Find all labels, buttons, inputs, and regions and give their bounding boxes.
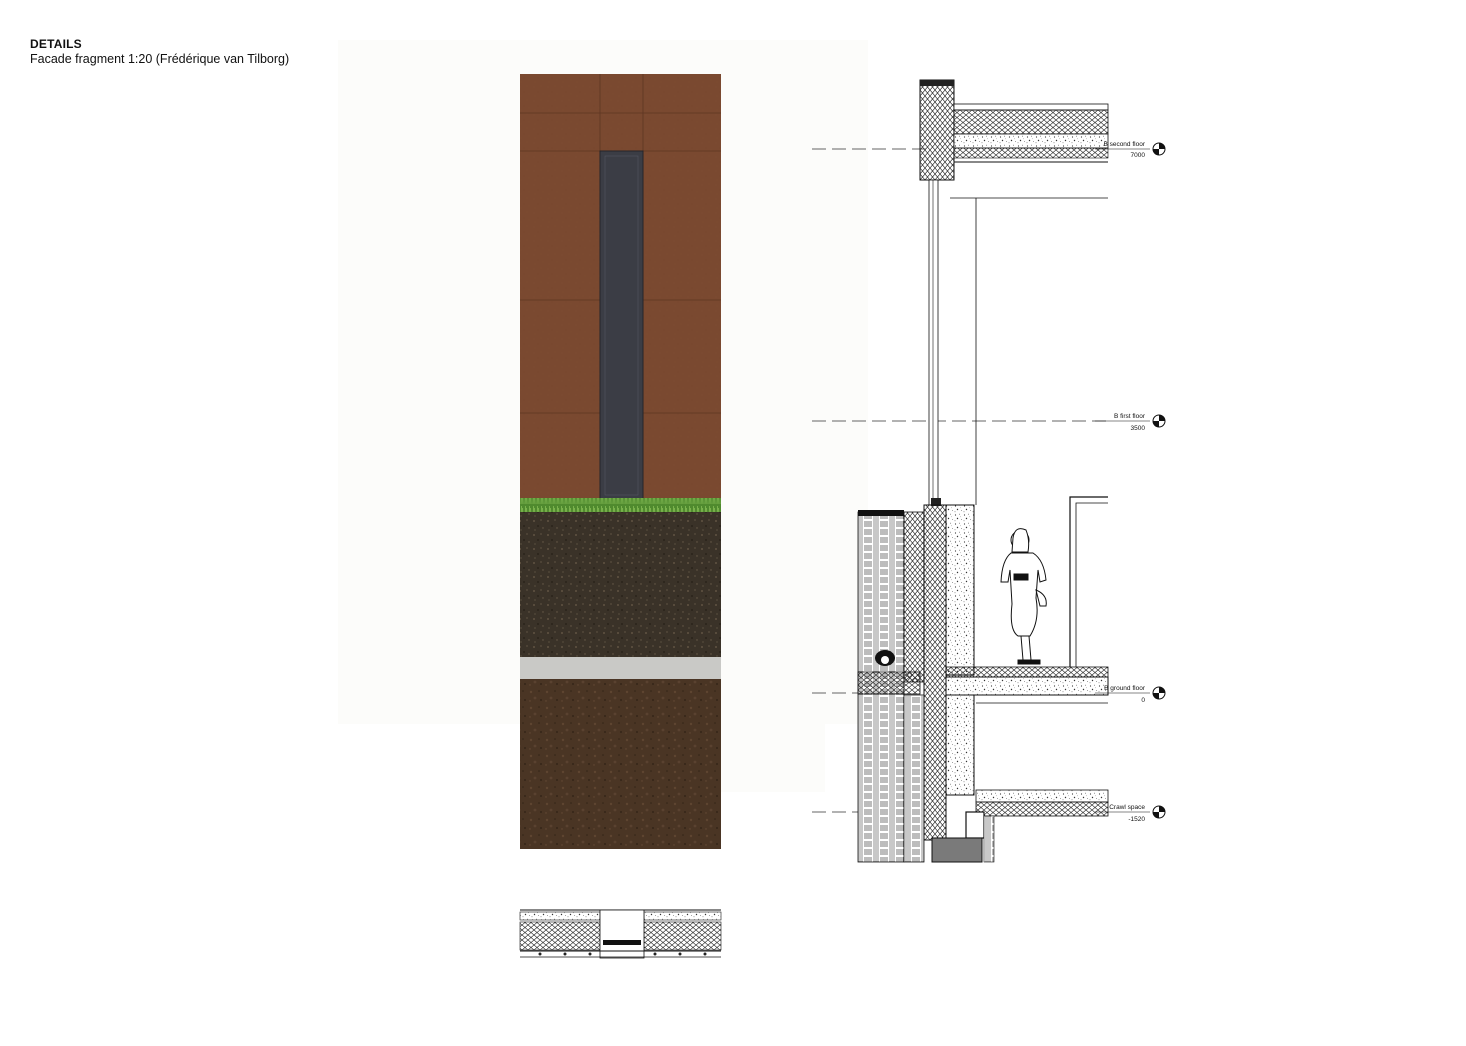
level-marker: Crawl space -1520 bbox=[1095, 804, 1166, 823]
concrete-strip bbox=[520, 657, 721, 679]
grass-layer bbox=[520, 498, 721, 512]
level-name: Crawl space bbox=[1109, 804, 1145, 811]
page-subtitle: Facade fragment 1:20 (Frédérique van Til… bbox=[30, 52, 290, 66]
wall-insulation bbox=[923, 504, 947, 841]
level-marker: B first floor 3500 bbox=[1095, 413, 1166, 432]
level-value: -1520 bbox=[1128, 816, 1145, 823]
plan-detail bbox=[519, 909, 722, 959]
foundation-beam bbox=[931, 837, 983, 863]
level-value: 3500 bbox=[1131, 425, 1146, 432]
facade-elevation bbox=[520, 74, 721, 849]
level-name: B ground floor bbox=[1104, 685, 1146, 692]
topsoil-layer bbox=[520, 512, 721, 657]
page-title: DETAILS bbox=[30, 37, 82, 51]
person-figure bbox=[1000, 528, 1047, 665]
level-marker: B ground floor 0 bbox=[1095, 685, 1166, 704]
window-frame bbox=[928, 179, 939, 506]
header: DETAILS Facade fragment 1:20 (Frédérique… bbox=[30, 37, 289, 67]
door-frame bbox=[1069, 496, 1108, 667]
level-markers: B second floor 7000 B first floor 3500 B… bbox=[1095, 141, 1166, 823]
wall-section bbox=[812, 79, 1109, 863]
level-name: B second floor bbox=[1103, 141, 1145, 148]
ground-floor-slab bbox=[945, 676, 1109, 696]
concrete-wall bbox=[945, 504, 975, 676]
level-value: 7000 bbox=[1131, 152, 1146, 159]
level-name: B first floor bbox=[1114, 413, 1146, 420]
drawing-background-extension bbox=[720, 722, 825, 792]
level-value: 0 bbox=[1141, 697, 1145, 704]
subsoil-layer bbox=[520, 679, 721, 849]
vertical-window bbox=[599, 150, 644, 501]
roof-edge bbox=[919, 79, 955, 181]
level-marker: B second floor 7000 bbox=[1095, 141, 1166, 159]
